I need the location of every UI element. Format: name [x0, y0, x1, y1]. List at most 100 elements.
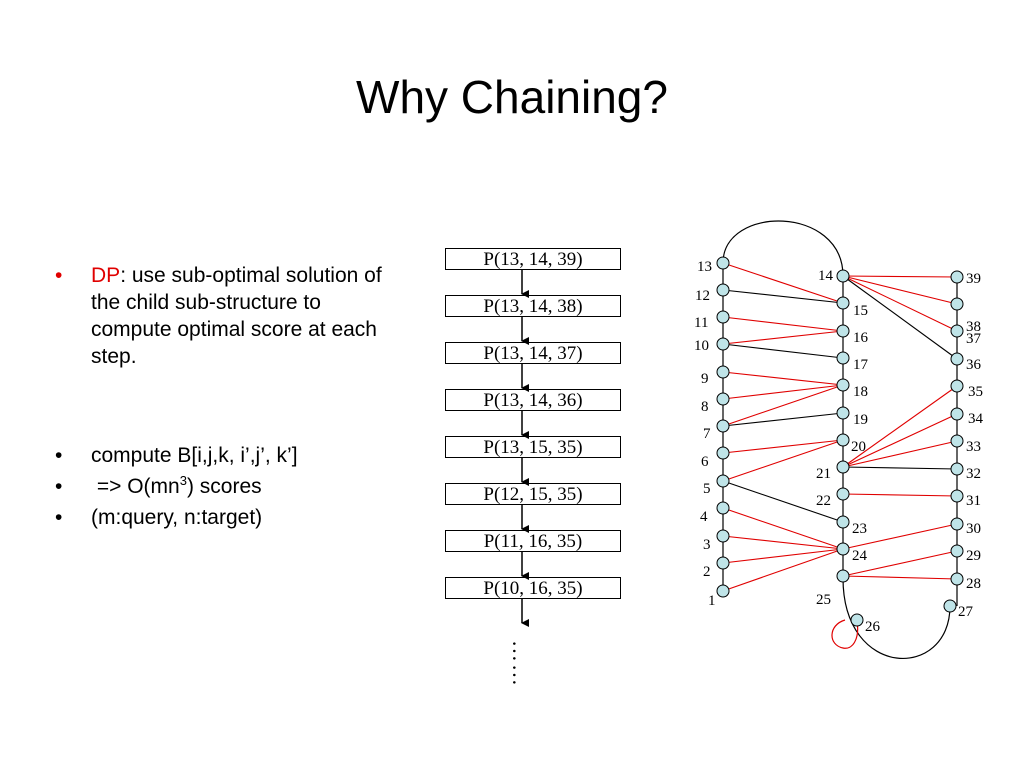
- chain-box: P(13, 14, 38): [445, 295, 621, 317]
- graph-nodes: [716, 256, 964, 627]
- top-loop: [722, 220, 844, 277]
- legend-text: (m:query, n:target): [91, 506, 263, 529]
- complexity-suffix: ) scores: [186, 475, 262, 498]
- node-label: 4: [700, 509, 708, 525]
- edge: [722, 535, 844, 550]
- node-label: 19: [853, 412, 868, 428]
- node-label: 13: [697, 259, 712, 275]
- node: [716, 310, 730, 324]
- node: [836, 542, 850, 556]
- node-label: 29: [966, 548, 981, 564]
- node-label: 24: [852, 548, 868, 564]
- node-label: 5: [703, 481, 711, 497]
- node-label: 39: [966, 271, 981, 287]
- node: [836, 378, 850, 392]
- edge: [722, 507, 844, 550]
- node-label: 6: [701, 454, 709, 470]
- chain-box: P(13, 14, 37): [445, 342, 621, 364]
- node-label: 21: [816, 466, 831, 482]
- node: [850, 613, 864, 627]
- node-label: 31: [966, 493, 981, 509]
- node: [716, 337, 730, 351]
- bullet-compute: • compute B[i,j,k, i’,j’, k’]: [55, 442, 385, 469]
- edge: [842, 523, 958, 550]
- node: [950, 324, 964, 338]
- node: [716, 446, 730, 460]
- edge: [842, 413, 958, 468]
- bullet-complexity: • => O(mn3) scores: [55, 473, 385, 500]
- dp-term: DP: [91, 264, 121, 287]
- bullet-marker: •: [55, 264, 63, 287]
- node: [950, 489, 964, 503]
- edge: [722, 262, 844, 304]
- chain-box: P(13, 14, 36): [445, 389, 621, 411]
- node: [716, 584, 730, 598]
- node: [836, 569, 850, 583]
- dp-description: : use sub-optimal solution of the child …: [91, 264, 382, 368]
- edge: [722, 439, 844, 482]
- edge: [842, 275, 958, 305]
- edge: [842, 493, 958, 497]
- node: [836, 296, 850, 310]
- edge: [722, 343, 844, 359]
- edge: [842, 440, 958, 468]
- node-label: 28: [966, 576, 981, 592]
- edge: [722, 330, 844, 345]
- edge: [722, 384, 844, 400]
- node-label: 27: [958, 604, 974, 620]
- node: [716, 419, 730, 433]
- edge: [842, 275, 958, 278]
- node: [943, 599, 957, 613]
- node-label: 8: [701, 399, 709, 415]
- edge: [842, 466, 958, 470]
- edge: [722, 384, 844, 427]
- node: [950, 544, 964, 558]
- node-label: 30: [966, 521, 981, 537]
- edge: [722, 412, 844, 427]
- slide-title: Why Chaining?: [356, 71, 668, 123]
- node: [716, 256, 730, 270]
- node-label: 34: [968, 411, 984, 427]
- edge: [722, 289, 844, 304]
- chain-box: P(12, 15, 35): [445, 483, 621, 505]
- chain-ellipsis: ……: [508, 640, 533, 688]
- node-label: 7: [703, 426, 711, 442]
- bullet-dp: • DP: use sub-optimal solution of the ch…: [55, 262, 385, 370]
- node-label: 20: [851, 439, 866, 455]
- bottom-loop: [842, 577, 951, 659]
- bullet-list: • DP: use sub-optimal solution of the ch…: [55, 262, 385, 531]
- node-label: 14: [818, 268, 834, 284]
- edge: [842, 385, 958, 468]
- node-label: 9: [701, 371, 709, 387]
- node: [836, 460, 850, 474]
- node-label: 17: [853, 357, 869, 373]
- bullet-legend: • (m:query, n:target): [55, 504, 385, 531]
- node-label: 22: [816, 493, 831, 509]
- node: [950, 517, 964, 531]
- node: [716, 392, 730, 406]
- node: [836, 406, 850, 420]
- node: [950, 379, 964, 393]
- node-label: 32: [966, 466, 981, 482]
- edge: [842, 275, 958, 332]
- pairing-edges: [722, 262, 958, 592]
- node-label: 25: [816, 592, 831, 608]
- node: [836, 433, 850, 447]
- node-label: 1: [708, 593, 716, 609]
- edge: [842, 550, 958, 577]
- node-label: 11: [694, 315, 708, 331]
- bullet-marker: •: [55, 475, 63, 498]
- node: [836, 487, 850, 501]
- node-label: 33: [966, 439, 981, 455]
- node: [950, 407, 964, 421]
- node: [716, 474, 730, 488]
- node-label: 10: [694, 338, 709, 354]
- node-label: 26: [865, 619, 881, 635]
- node: [836, 351, 850, 365]
- node-labels: 1 2 3 4 5 6 7 8 9 10 11 12 13 14 15 16 1…: [694, 259, 984, 635]
- node: [950, 434, 964, 448]
- chain-box: P(11, 16, 35): [445, 530, 621, 552]
- node-label: 35: [968, 384, 983, 400]
- node-label: 36: [966, 357, 982, 373]
